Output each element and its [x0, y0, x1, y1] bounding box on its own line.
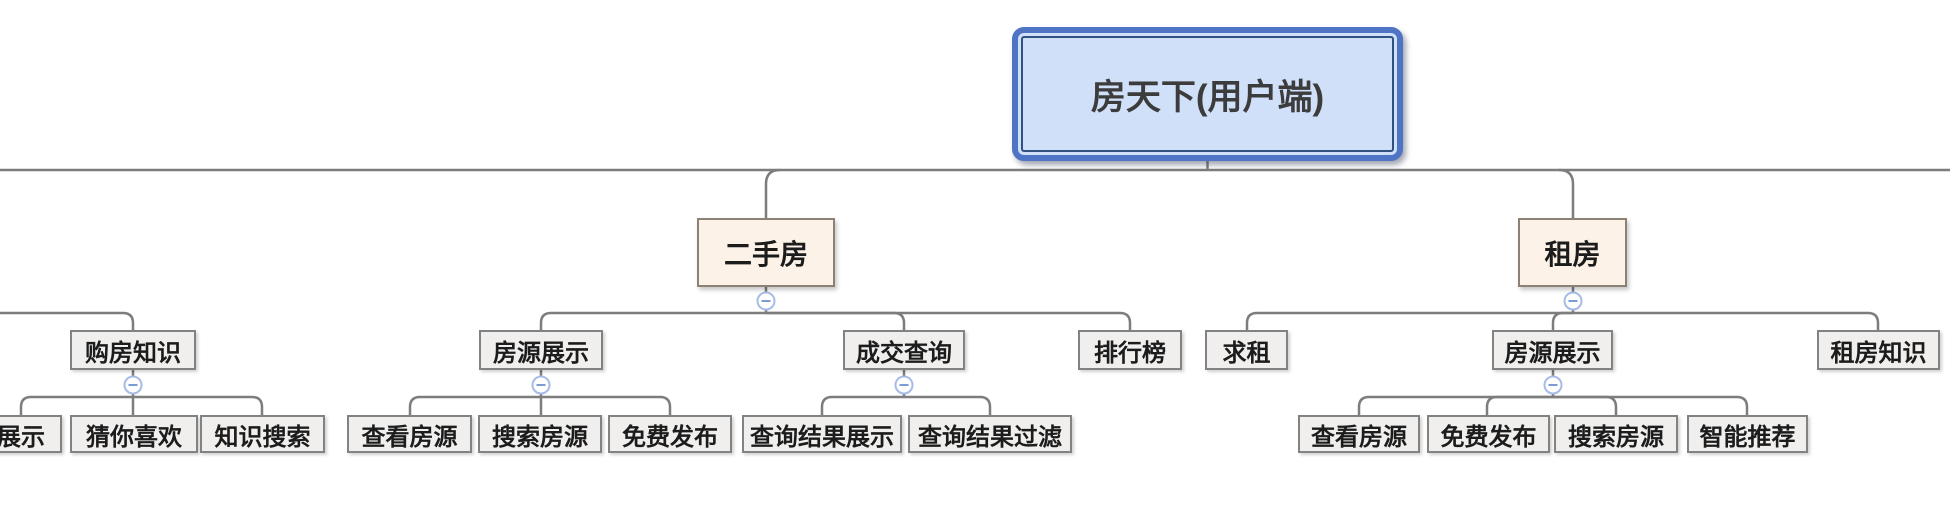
node-smart-recommend[interactable]: 智能推荐	[1687, 415, 1808, 453]
node-listing-display-rent[interactable]: 房源展示	[1492, 330, 1613, 370]
node-deal-query[interactable]: 成交查询	[843, 330, 965, 370]
collapse-icon[interactable]	[531, 375, 551, 395]
node-view-listings-rent[interactable]: 查看房源	[1298, 415, 1420, 453]
node-search-listings-rent[interactable]: 搜索房源	[1554, 415, 1678, 453]
node-rent-knowledge[interactable]: 租房知识	[1817, 330, 1940, 370]
collapse-icon[interactable]	[1543, 375, 1563, 395]
collapse-icon[interactable]	[894, 375, 914, 395]
node-listing-display-secondhand[interactable]: 房源展示	[479, 330, 603, 370]
node-view-listings-secondhand[interactable]: 查看房源	[347, 415, 472, 453]
collapse-icon[interactable]	[756, 291, 776, 311]
collapse-icon[interactable]	[1563, 291, 1583, 311]
node-secondhand-housing[interactable]: 二手房	[697, 218, 835, 287]
node-free-publish-rent[interactable]: 免费发布	[1427, 415, 1550, 453]
node-seek-rent[interactable]: 求租	[1205, 330, 1288, 370]
node-renting[interactable]: 租房	[1518, 218, 1627, 287]
node-free-publish-secondhand[interactable]: 免费发布	[608, 415, 732, 453]
node-buying-knowledge[interactable]: 购房知识	[70, 330, 196, 370]
node-knowledge-search[interactable]: 知识搜索	[200, 415, 325, 453]
node-search-listings-secondhand[interactable]: 搜索房源	[478, 415, 602, 453]
node-root[interactable]: 房天下(用户端)	[1012, 27, 1403, 161]
node-display-clipped[interactable]: 展示	[0, 415, 62, 453]
collapse-icon[interactable]	[123, 375, 143, 395]
node-query-result-filter[interactable]: 查询结果过滤	[908, 415, 1072, 453]
node-ranking[interactable]: 排行榜	[1078, 330, 1182, 370]
connector-line	[0, 160, 1950, 415]
node-query-result-display[interactable]: 查询结果展示	[742, 415, 902, 453]
node-guess-you-like[interactable]: 猜你喜欢	[70, 415, 198, 453]
